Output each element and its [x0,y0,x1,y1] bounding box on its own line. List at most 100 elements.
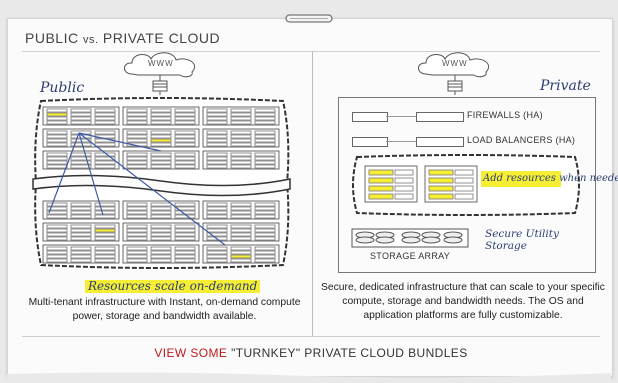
public-label: Public [40,80,85,96]
server-unit [46,142,68,147]
server-unit [70,108,92,113]
cta-accent: VIEW SOME [154,346,228,360]
server-unit [428,193,454,200]
server-unit [150,142,172,147]
server-unit [206,156,228,161]
server-unit [70,250,92,255]
server-unit [206,138,228,143]
server-unit [126,246,148,251]
server-unit [150,120,172,125]
connector-icon [447,75,463,95]
server-unit [126,206,148,211]
public-description: Multi-tenant infrastructure with Instant… [28,297,301,322]
server-unit [174,116,196,121]
server-unit [254,258,276,263]
server-unit [230,164,252,169]
server-unit [150,134,172,139]
server-unit [254,206,276,211]
server-unit [46,116,68,121]
server-unit [94,246,116,251]
add-resources-note: Add resources when needed [481,171,618,187]
server-unit [150,214,172,219]
server-unit [230,130,252,135]
server-unit [46,246,68,251]
server-unit [368,169,394,176]
server-unit [230,202,252,207]
server-unit [254,210,276,215]
server-unit [94,142,116,147]
server-unit [230,246,252,251]
server-unit [230,206,252,211]
turnkey-bundles-link[interactable]: VIEW SOME "TURNKEY" PRIVATE CLOUD BUNDLE… [22,346,600,360]
server-unit [46,232,68,237]
server-unit [126,116,148,121]
www-label: WWW [148,59,174,68]
server-unit [126,130,148,135]
server-unit [230,134,252,139]
server-unit [46,224,68,229]
server-unit [150,258,172,263]
server-unit [150,112,172,117]
server-unit [254,120,276,125]
server-unit [126,210,148,215]
server-unit [206,120,228,125]
server-unit [174,258,196,263]
server-unit [206,246,228,251]
connector-icon [152,75,168,95]
server-unit [46,160,68,165]
server-unit [70,152,92,157]
server-unit [230,210,252,215]
server-unit [46,120,68,125]
server-unit [70,142,92,147]
server-unit [174,164,196,169]
server-unit [46,112,68,117]
server-unit [70,116,92,121]
private-description: Secure, dedicated infrastructure that ca… [321,282,605,321]
server-unit [254,164,276,169]
secure-storage-note: Secure Utility Storage [485,228,559,252]
server-unit [174,232,196,237]
server-unit [94,236,116,241]
server-unit [254,156,276,161]
server-unit [454,185,474,192]
server-unit [46,206,68,211]
server-unit [206,228,228,233]
server-unit [230,254,252,259]
server-unit [126,156,148,161]
server-unit [206,214,228,219]
server-unit [254,134,276,139]
server-unit [174,210,196,215]
server-unit [46,156,68,161]
server-unit [94,224,116,229]
server-unit [206,250,228,255]
load-balancers-label: LOAD BALANCERS (HA) [467,135,576,145]
firewall-device-icon [352,112,388,122]
cta-text: "TURNKEY" PRIVATE CLOUD BUNDLES [227,346,468,360]
server-unit [254,250,276,255]
load-balancer-device-icon [416,137,464,147]
divider [22,336,600,337]
server-unit [368,177,394,184]
server-unit [150,254,172,259]
private-server-cloud [352,154,580,216]
server-unit [174,130,196,135]
server-unit [230,236,252,241]
server-unit [174,202,196,207]
server-unit [230,120,252,125]
server-unit [94,156,116,161]
server-unit [70,206,92,211]
server-unit [126,134,148,139]
server-unit [94,232,116,237]
server-unit [70,156,92,161]
load-balancer-device-icon [352,137,388,147]
server-unit [254,152,276,157]
server-unit [94,202,116,207]
server-unit [254,224,276,229]
server-unit [254,232,276,237]
server-unit [46,164,68,169]
server-unit [150,108,172,113]
server-unit [94,116,116,121]
server-unit [94,250,116,255]
server-unit [368,193,394,200]
